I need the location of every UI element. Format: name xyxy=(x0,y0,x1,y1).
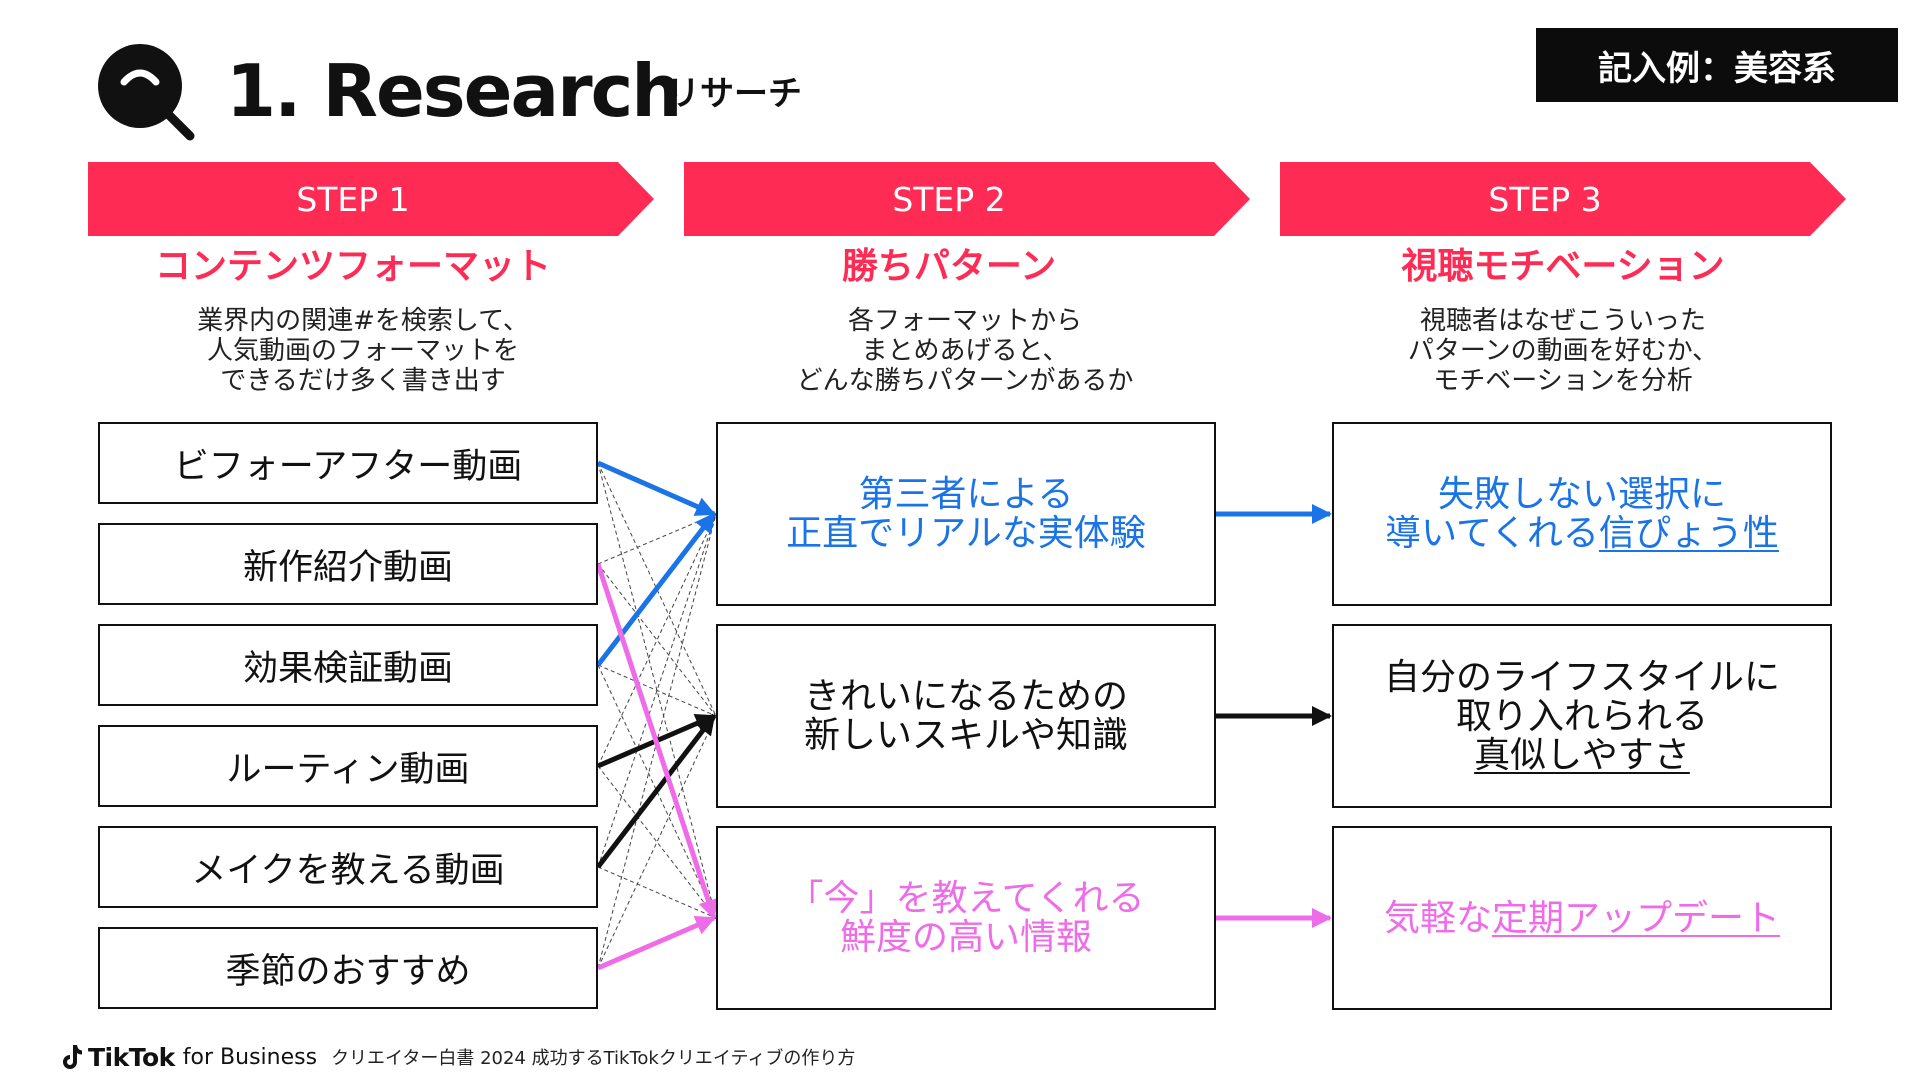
motivation-line: 失敗しない選択に xyxy=(1437,474,1726,515)
step1-heading: コンテンツフォーマット xyxy=(154,246,551,287)
step3-heading: 視聴モチベーション xyxy=(1401,246,1725,287)
pattern-line: 「今」を教えてくれる xyxy=(787,878,1145,919)
footer: TikTok for Business クリエイター白書 2024 成功するTi… xyxy=(60,1040,855,1074)
dashed-connector xyxy=(597,866,717,919)
dashed-connector xyxy=(597,664,717,717)
step3-description: 視聴者はなぜこういった パターンの動画を好むか、 モチベーションを分析 xyxy=(1407,306,1719,396)
highlighted-connector xyxy=(597,915,716,971)
page-subtitle: リサーチ xyxy=(666,74,802,114)
format-box-effect-test: 効果検証動画 xyxy=(98,624,598,706)
format-box-new-release: 新作紹介動画 xyxy=(98,523,598,605)
example-badge: 記入例：美容系 xyxy=(1536,28,1898,102)
step2-label: STEP 2 xyxy=(892,179,1006,219)
format-label: メイクを教える動画 xyxy=(191,850,505,891)
pattern-line: 第三者による xyxy=(858,474,1074,515)
dashed-connector xyxy=(597,513,717,565)
dashed-connector xyxy=(597,715,717,969)
format-box-before-after: ビフォーアフター動画 xyxy=(98,422,598,504)
pattern-line: 鮮度の高い情報 xyxy=(839,917,1092,958)
motivation-keyword: 定期アップデート xyxy=(1492,897,1781,939)
footer-text: クリエイター白書 2024 成功するTikTokクリエイティブの作り方 xyxy=(331,1048,856,1069)
motivation-box-regular-updates: 気軽な定期アップデート xyxy=(1332,826,1832,1010)
footer-brand-suffix: for Business xyxy=(182,1044,318,1070)
pattern-box-real-experience: 第三者による正直でリアルな実体験 xyxy=(716,422,1216,606)
highlighted-connector xyxy=(596,714,716,869)
motivation-keyword: 信ぴょう性 xyxy=(1598,513,1779,554)
search-icon xyxy=(98,44,195,141)
format-label: 効果検証動画 xyxy=(242,648,453,689)
motivation-box-imitability: 自分のライフスタイルに 取り入れられる 真似しやすさ xyxy=(1332,624,1832,808)
step2-description: 各フォーマットから まとめあげると、 どんな勝ちパターンがあるか xyxy=(796,306,1134,396)
format-label: ビフォーアフター動画 xyxy=(173,446,523,487)
highlighted-connector xyxy=(595,563,718,920)
page-title: 1. Research xyxy=(226,49,683,133)
format-box-routine: ルーティン動画 xyxy=(98,725,598,807)
format-box-makeup-tutorial: メイクを教える動画 xyxy=(98,826,598,908)
pattern-line: 新しいスキルや知識 xyxy=(803,715,1128,756)
step3-label: STEP 3 xyxy=(1488,179,1602,219)
step1-banner: STEP 1 xyxy=(88,162,654,236)
motivation-line: 自分のライフスタイルに xyxy=(1383,656,1780,698)
format-box-seasonal: 季節のおすすめ xyxy=(98,927,598,1009)
motivation-keyword: 真似しやすさ xyxy=(1474,734,1690,776)
highlighted-connector xyxy=(596,512,716,667)
dashed-connector xyxy=(597,462,717,919)
footer-brand: TikTok xyxy=(88,1042,175,1072)
motivation-line: 取り入れられる xyxy=(1455,695,1708,737)
format-label: 新作紹介動画 xyxy=(242,547,453,588)
dashed-connector xyxy=(597,513,717,868)
motivation-text: 導いてくれる xyxy=(1385,513,1599,554)
highlighted-connector xyxy=(596,460,716,517)
pattern-line: 正直でリアルな実体験 xyxy=(786,513,1146,554)
pattern-box-new-skills: きれいになるための新しいスキルや知識 xyxy=(716,624,1216,808)
step3-banner: STEP 3 xyxy=(1280,162,1846,236)
format-label: 季節のおすすめ xyxy=(225,951,471,992)
motivation-box-credibility: 失敗しない選択に 導いてくれる信ぴょう性 xyxy=(1332,422,1832,606)
pattern-line: きれいになるための xyxy=(803,676,1128,717)
tiktok-note-icon xyxy=(63,1045,82,1069)
step1-label: STEP 1 xyxy=(296,179,410,219)
motivation-text: 気軽な xyxy=(1383,897,1492,939)
format-label: ルーティン動画 xyxy=(226,749,470,790)
dashed-connector xyxy=(597,513,717,767)
dashed-connector xyxy=(597,664,717,919)
step2-heading: 勝ちパターン xyxy=(841,246,1057,287)
dashed-connector xyxy=(597,462,717,717)
pattern-box-fresh-info: 「今」を教えてくれる鮮度の高い情報 xyxy=(716,826,1216,1010)
step2-banner: STEP 2 xyxy=(684,162,1250,236)
step1-description: 業界内の関連#を検索して、 人気動画のフォーマットを できるだけ多く書き出す xyxy=(197,306,529,396)
